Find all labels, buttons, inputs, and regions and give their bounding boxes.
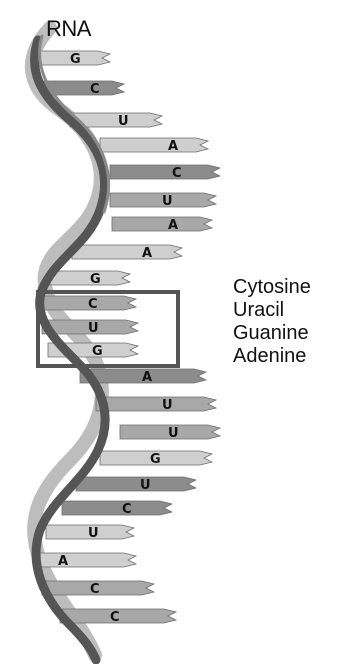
base-letter: U [88,526,99,541]
base-peg [96,397,216,411]
base-letter: C [172,166,182,181]
base-letter: C [122,502,132,517]
base-letter: A [142,246,152,261]
legend-cytosine: Cytosine [233,276,311,299]
base-letter: U [88,321,99,336]
base-peg [100,138,208,152]
base-letter: U [162,398,173,413]
base-letter: G [70,52,81,67]
base-peg [62,501,172,515]
base-letter: G [90,272,101,287]
base-letter: A [168,139,178,154]
base-peg [76,477,196,491]
base-letter: U [118,114,129,129]
legend: Cytosine Uracil Guanine Adenine [233,276,311,368]
base-peg [72,245,182,259]
base-peg [110,165,220,179]
base-letter: C [88,297,98,312]
legend-guanine: Guanine [233,322,311,345]
base-letter: C [90,582,100,597]
legend-adenine: Adenine [233,345,311,368]
legend-uracil: Uracil [233,299,311,322]
base-peg [112,217,212,231]
diagram-title: RNA [46,16,91,42]
base-letter: C [90,82,100,97]
base-letter: A [142,370,152,385]
base-letter: U [162,194,173,209]
base-letter: U [168,426,179,441]
base-letter: A [168,218,178,233]
base-letter: C [110,610,120,625]
base-letter: G [150,452,161,467]
base-letter: A [58,554,68,569]
base-letter: G [92,344,103,359]
base-letter: U [140,478,151,493]
base-peg [40,553,136,567]
